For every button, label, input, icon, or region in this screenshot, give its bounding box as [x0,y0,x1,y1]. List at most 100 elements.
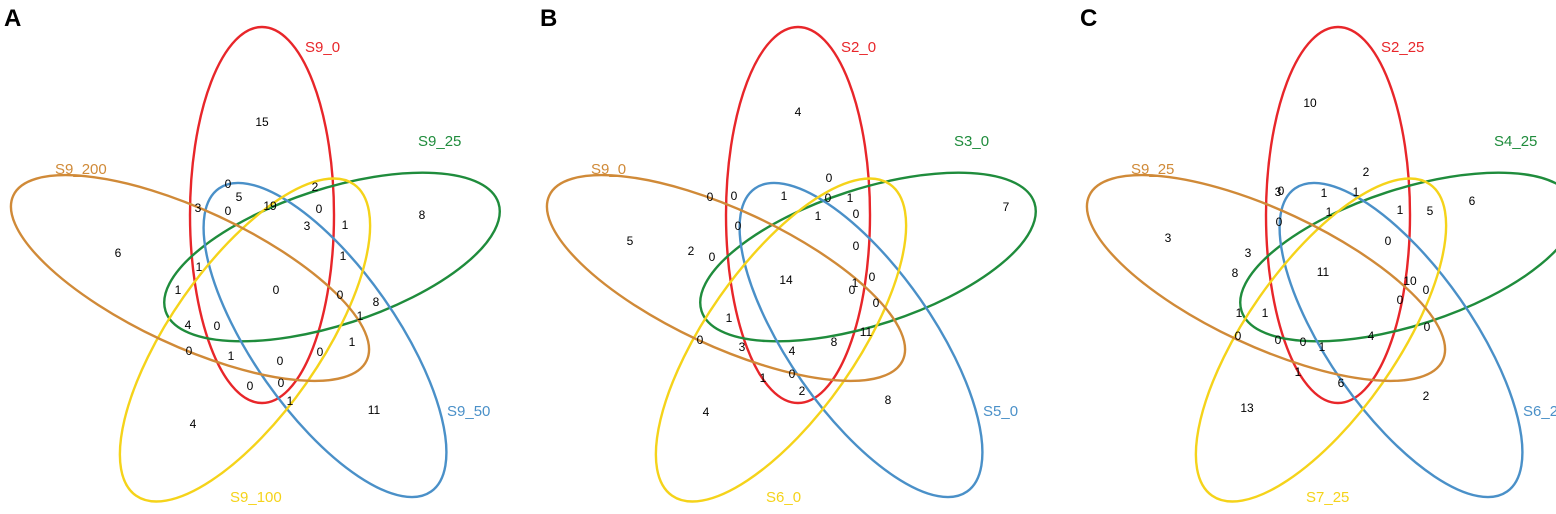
region-count: 14 [779,273,793,287]
panel-letter: A [4,5,21,32]
region-count: 4 [789,344,796,358]
region-count: 0 [873,296,880,310]
venn-panel-a: AS9_0S9_25S9_50S9_100S9_2001581146201031… [4,5,501,506]
region-count: 0 [826,171,833,185]
region-count: 10 [1303,96,1317,110]
set-label: S9_0 [591,161,626,178]
region-count: 0 [1385,234,1392,248]
region-count: 0 [1300,335,1307,349]
region-count: 11 [368,403,381,417]
region-count: 0 [1424,320,1431,334]
set-label: S9_50 [447,403,490,420]
region-count: 0 [186,344,193,358]
set-label: S6_0 [766,489,801,506]
set-ellipse-s9-25 [163,171,501,343]
set-ellipse-s9-50 [202,181,448,499]
region-count: 0 [1278,184,1285,198]
region-count: 1 [760,371,767,385]
set-ellipse-s7-25 [1194,177,1448,503]
region-count: 0 [225,177,232,191]
region-count: 1 [175,283,182,297]
set-label: S9_100 [230,489,282,506]
panel-letter: C [1080,5,1097,32]
region-count: 1 [340,249,347,263]
set-ellipse-s6-0 [654,177,908,503]
set-ellipse-s5-0 [738,181,984,499]
region-count: 3 [1275,185,1282,199]
region-count: 8 [1232,266,1239,280]
panel-letter: B [540,5,557,32]
region-count: 0 [709,250,716,264]
region-count: 0 [853,207,860,221]
set-label: S5_0 [983,403,1018,420]
region-count: 13 [1240,401,1254,415]
region-count: 0 [697,333,704,347]
region-count: 1 [1326,205,1333,219]
set-ellipse-s4-25 [1239,171,1556,343]
region-count: 0 [707,190,714,204]
region-count: 1 [852,276,859,290]
region-count: 1 [349,335,356,349]
set-label: S6_25 [1523,403,1556,420]
region-count: 11 [860,325,873,339]
region-count: 0 [849,283,856,297]
region-count: 8 [831,335,838,349]
region-count: 4 [190,417,197,431]
region-count: 3 [304,219,311,233]
region-count: 8 [419,208,426,222]
region-count: 0 [317,345,324,359]
region-count: 6 [115,246,122,260]
set-label: S3_0 [954,133,989,150]
region-count: 3 [1165,231,1172,245]
set-label: S9_25 [1131,161,1174,178]
region-count: 1 [1321,186,1328,200]
set-label: S7_25 [1306,489,1349,506]
region-count: 5 [627,234,634,248]
set-ellipse-s6-25 [1278,181,1524,499]
region-count: 0 [731,189,738,203]
region-count: 0 [273,283,280,297]
region-count: 1 [287,394,294,408]
region-count: 2 [799,384,806,398]
region-count: 1 [815,209,822,223]
region-count: 0 [1276,215,1283,229]
region-count: 1 [847,191,854,205]
set-label: S2_25 [1381,39,1424,56]
set-ellipse-s9-25 [1085,173,1447,383]
region-count: 0 [1423,283,1430,297]
region-count: 1 [781,189,788,203]
set-label: S9_200 [55,161,107,178]
region-count: 5 [236,190,243,204]
region-count: 4 [185,318,192,332]
region-count: 19 [263,199,277,213]
region-count: 3 [1245,246,1252,260]
region-count: 1 [357,309,364,323]
region-count: 1 [1262,306,1269,320]
set-ellipse-s9-200 [9,173,371,383]
region-count: 0 [869,270,876,284]
region-count: 8 [373,295,380,309]
set-ellipse-s2-25 [1264,25,1412,405]
region-count: 1 [726,311,733,325]
set-ellipse-s3-0 [699,171,1037,343]
region-count: 0 [825,191,832,205]
region-count: 2 [1363,165,1370,179]
set-label: S2_0 [841,39,876,56]
region-count: 1 [1236,306,1243,320]
region-count: 1 [1353,185,1360,199]
set-ellipse-s2-0 [724,25,872,405]
set-label: S4_25 [1494,133,1537,150]
region-count: 0 [316,202,323,216]
venn-panel-c: CS2_25S4_25S6_25S7_25S9_2510621332101310… [1080,5,1556,506]
region-count: 1 [1397,203,1404,217]
region-count: 0 [1235,329,1242,343]
region-count: 15 [255,115,269,129]
region-count: 7 [1003,200,1010,214]
region-count: 1 [196,260,203,274]
region-count: 0 [214,319,221,333]
region-count: 0 [277,354,284,368]
region-count: 0 [337,288,344,302]
region-count: 3 [195,201,202,215]
region-count: 2 [312,180,319,194]
